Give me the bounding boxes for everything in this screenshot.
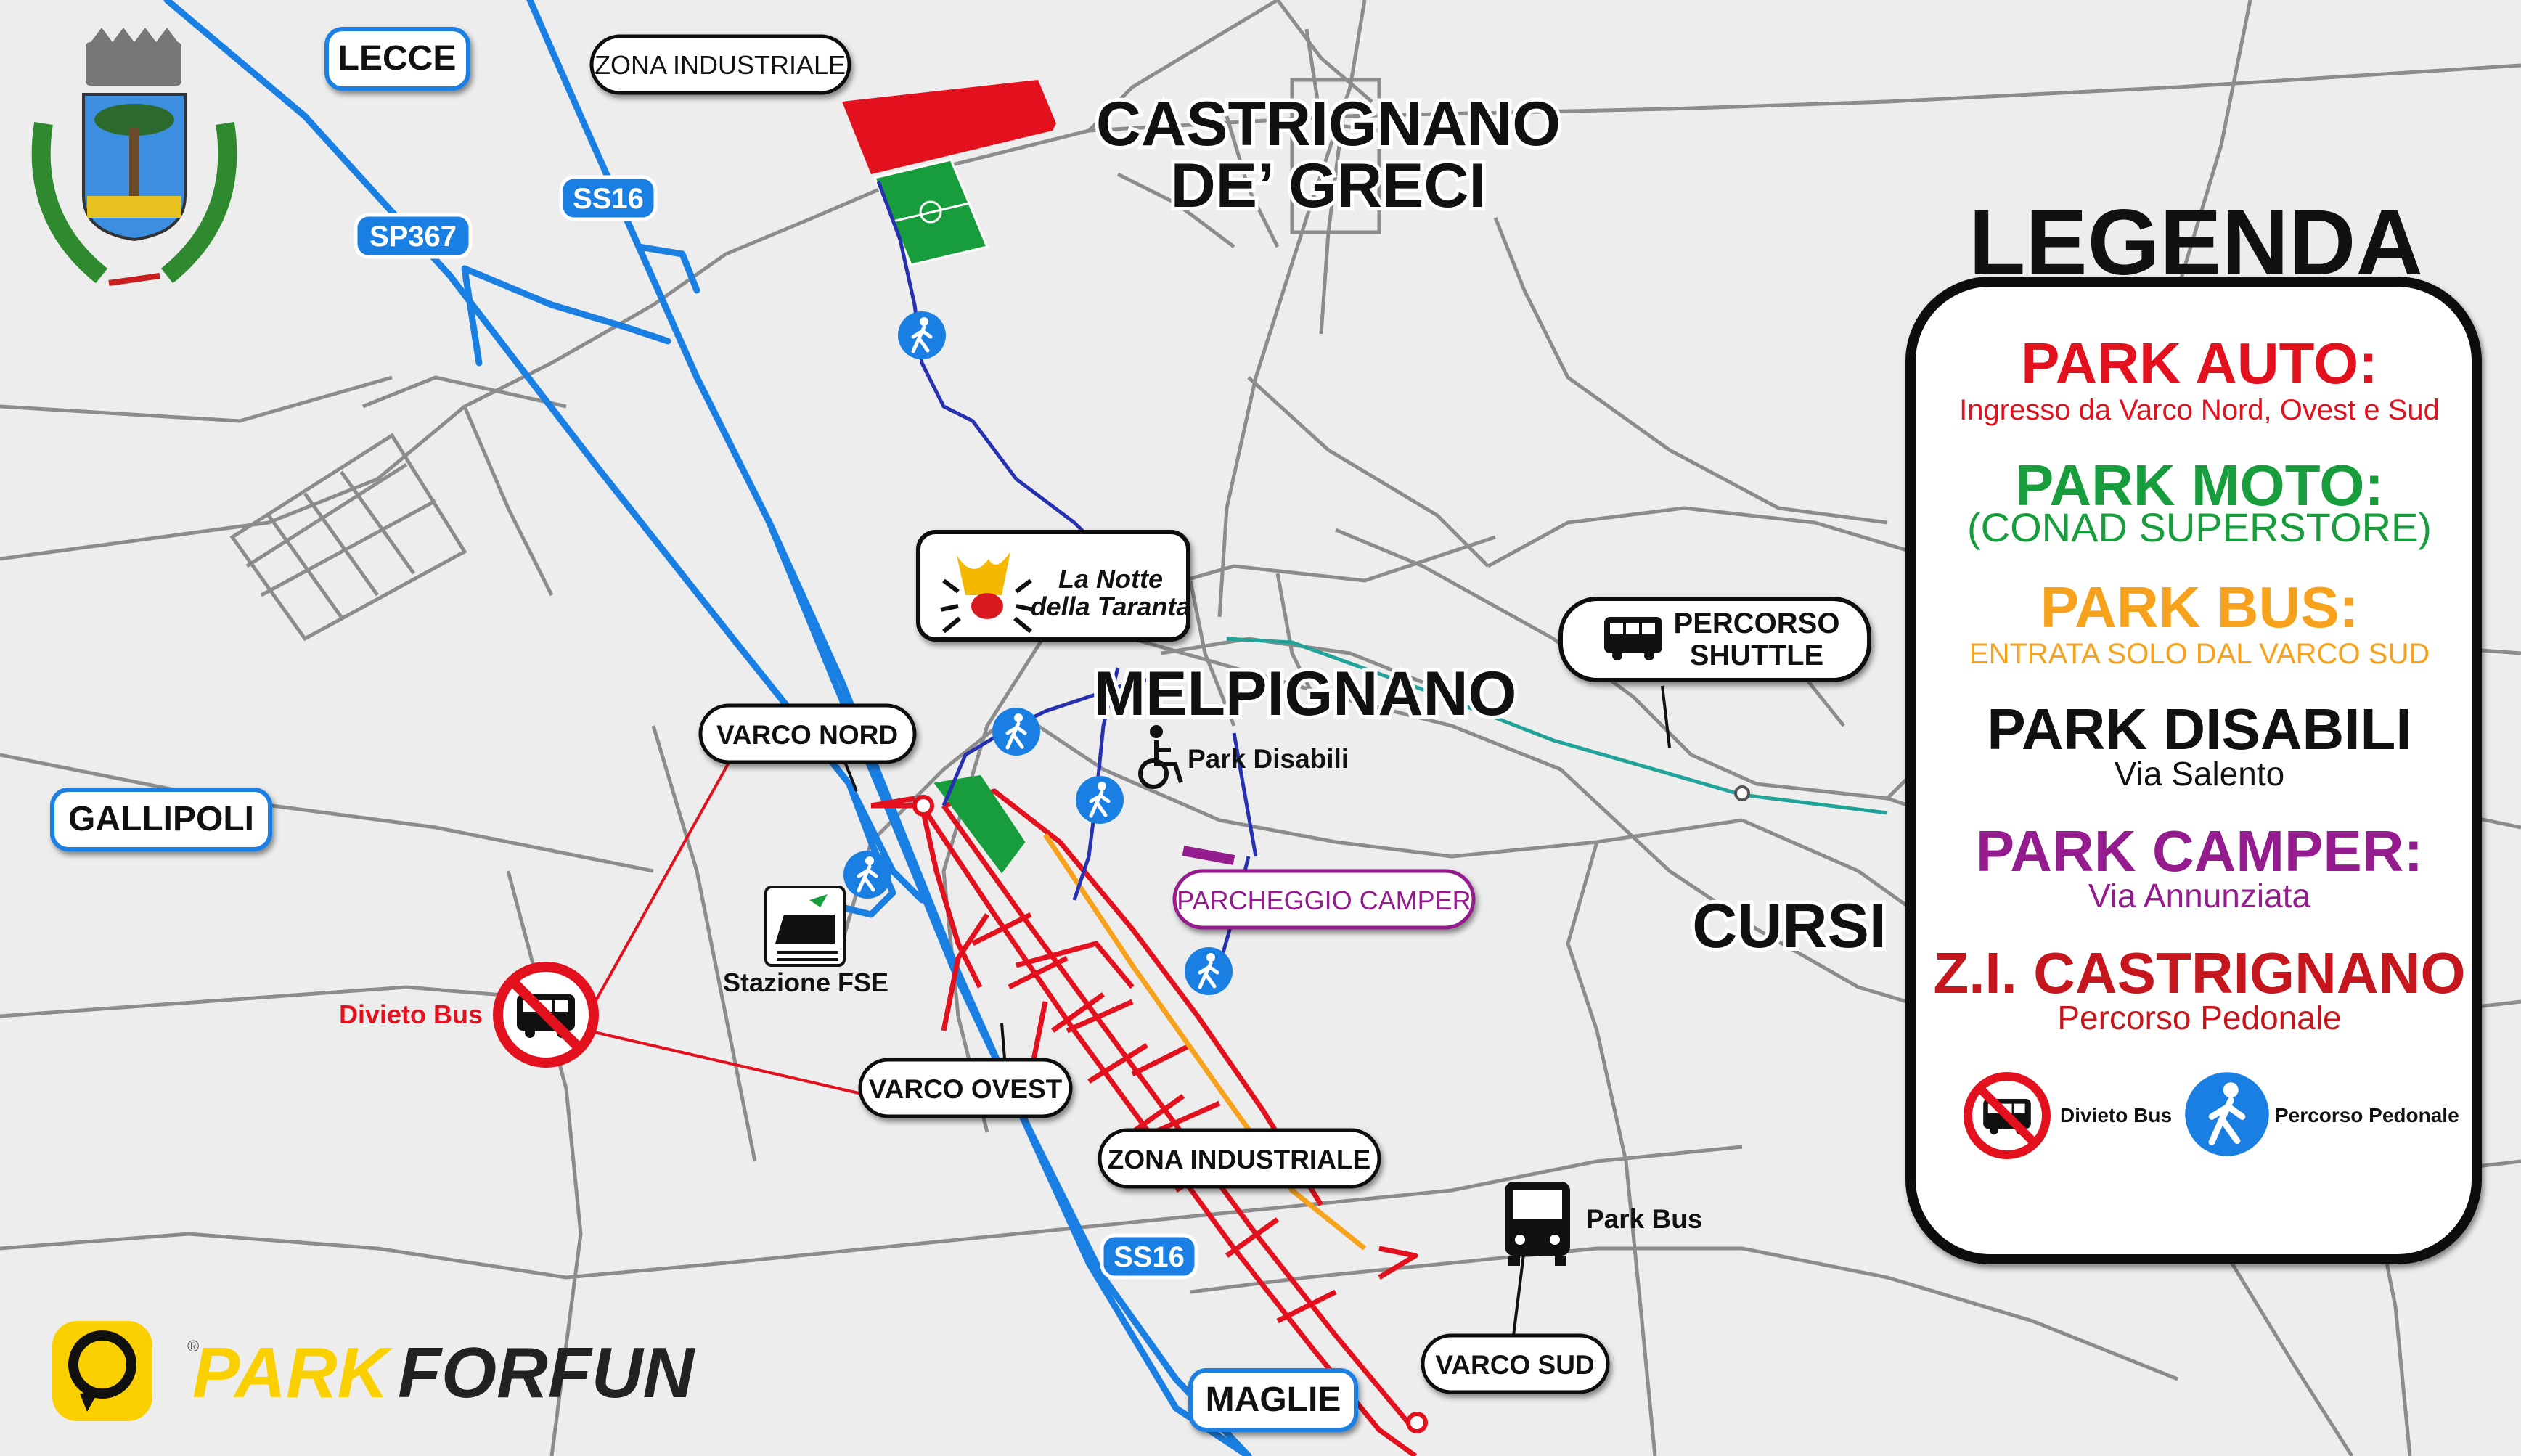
shuttle-label-2: SHUTTLE [1690, 639, 1823, 671]
varco-sud-label: VARCO SUD [1435, 1350, 1594, 1380]
pedestrian-icon [1185, 947, 1233, 995]
legend-item-subtitle: Via Salento [2115, 755, 2284, 793]
road-shield-ss16-north [559, 175, 658, 221]
svg-text:FORFUN: FORFUN [398, 1333, 695, 1412]
callout-varco-nord [698, 703, 917, 764]
divieto-bus-label: Divieto Bus [339, 999, 483, 1029]
road-shield-sp367 [354, 213, 473, 259]
legend-divieto-icon [1964, 1072, 2051, 1159]
dest-gallipoli: GALLIPOLI [68, 800, 254, 838]
dest-lecce-box [324, 27, 470, 91]
town-castrignano-1: CASTRIGNANO [1096, 89, 1561, 159]
pedestrian-icon [843, 851, 891, 899]
park-bus-road [1043, 833, 1367, 1251]
road-sp367: SP367 [369, 221, 457, 253]
legend-items: PARK AUTO:Ingresso da Varco Nord, Ovest … [1933, 331, 2465, 1036]
legend-item-title: PARK CAMPER: [1976, 819, 2423, 883]
town-melpignano: MELPIGNANO [1094, 659, 1517, 729]
legend-panel [1905, 277, 2482, 1264]
legend-item-title: Z.I. CASTRIGNANO [1933, 941, 2465, 1005]
road-shield-ss16-south [1100, 1233, 1198, 1280]
dest-gallipoli-box [50, 788, 272, 851]
camper-marker [1182, 846, 1235, 865]
legend-item-title: PARK MOTO: [2015, 453, 2384, 518]
dest-lecce: LECCE [338, 39, 457, 78]
road-ss16-south: SS16 [1114, 1241, 1185, 1273]
callout-zona-industriale-top [589, 34, 851, 95]
park-bus-icon [1505, 1182, 1570, 1266]
varco-nord-point [912, 795, 934, 817]
park-moto-area [933, 774, 1026, 874]
coat-of-arms [31, 28, 237, 286]
parcheggio-camper-label: PARCHEGGIO CAMPER [1177, 886, 1471, 915]
legend-item-title: PARK BUS: [2040, 575, 2359, 639]
callout-varco-ovest [858, 1058, 1073, 1118]
varco-nord-label: VARCO NORD [716, 720, 898, 750]
shuttle-line [1226, 637, 1888, 815]
parkforfun-logo: PARK FORFUN ® [52, 1321, 695, 1421]
shuttle-label-1: PERCORSO [1674, 608, 1840, 639]
park-disabili-label: Park Disabili [1188, 744, 1349, 774]
legend-pedestrian-icon [2185, 1072, 2269, 1156]
shuttle-pointer [1661, 685, 1671, 748]
divieto-lines [587, 754, 872, 1097]
legend-item-subtitle: Via Annunziata [2088, 877, 2310, 915]
castrignano-streets [1116, 28, 1381, 248]
no-bus-icon [493, 962, 599, 1068]
dest-maglie-box [1188, 1368, 1358, 1432]
legend-item-subtitle: Percorso Pedonale [2057, 999, 2341, 1036]
varco-ovest-label: VARCO OVEST [869, 1074, 1063, 1104]
svg-text:®: ® [187, 1337, 199, 1355]
zona-industriale-top-label: ZONA INDUSTRIALE [595, 50, 846, 80]
pedestrian-icon [898, 311, 946, 359]
legend-item-subtitle: ENTRATA SOLO DAL VARCO SUD [1969, 638, 2430, 670]
football-field [873, 158, 989, 266]
stazione-label: Stazione FSE [723, 968, 888, 997]
road-ss16-north: SS16 [573, 183, 644, 215]
callout-parcheggio-camper [1172, 869, 1476, 930]
legend-item-subtitle: (CONAD SUPERSTORE) [1967, 504, 2432, 550]
town-cursi: CURSI [1692, 891, 1887, 961]
svg-text:PARK: PARK [192, 1333, 393, 1412]
zona-industriale-mid-label: ZONA INDUSTRIALE [1108, 1145, 1370, 1174]
svg-text:della Taranta: della Taranta [1031, 592, 1191, 621]
pedestrian-icon [992, 708, 1040, 756]
legend-item-title: PARK DISABILI [1987, 697, 2411, 761]
taranta-logo: La Notte della Taranta [940, 552, 1191, 634]
varco-sud-point [1406, 1412, 1428, 1433]
shuttle-stop [1734, 785, 1750, 801]
park-bus-label: Park Bus [1586, 1204, 1702, 1234]
callout-varco-sud [1421, 1333, 1610, 1394]
train-icon [764, 886, 846, 967]
svg-text:La Notte: La Notte [1058, 564, 1163, 594]
legend-item-title: PARK AUTO: [2021, 331, 2378, 396]
industrial-zone-north [842, 80, 1056, 174]
town-castrignano-2: DE’ GRECI [1171, 151, 1487, 221]
pedestrian-icon [1076, 776, 1124, 824]
callout-zona-industriale-mid [1098, 1128, 1381, 1189]
wheelchair-icon [1138, 725, 1183, 789]
legend-divieto-label: Divieto Bus [2060, 1104, 2172, 1126]
dest-maglie: MAGLIE [1206, 1381, 1341, 1419]
grid-streets-west [229, 433, 467, 642]
legend-pedonale-label: Percorso Pedonale [2275, 1104, 2459, 1126]
legend-item-subtitle: Ingresso da Varco Nord, Ovest e Sud [1959, 394, 2440, 426]
